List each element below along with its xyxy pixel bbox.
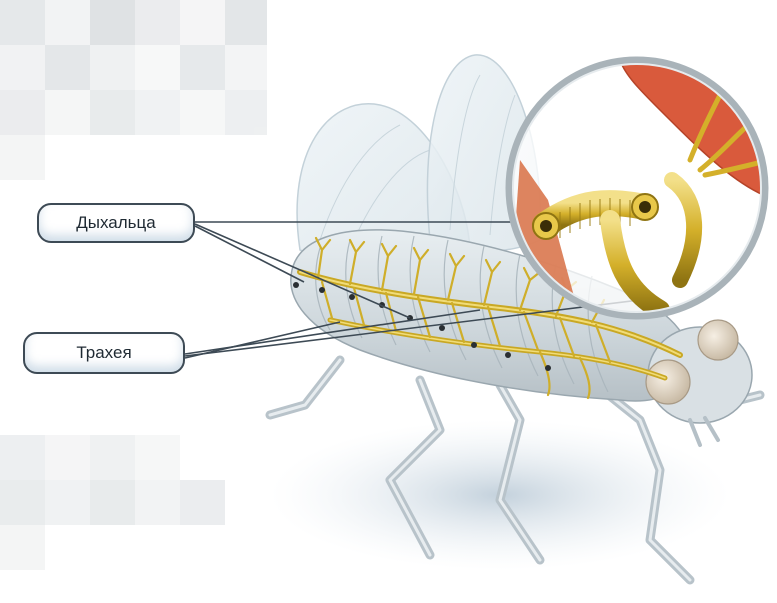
spiracle-dot-icon: [349, 294, 355, 300]
spiracle-dot-icon: [319, 287, 325, 293]
eye-icon: [698, 320, 738, 360]
spiracle-dot-icon: [505, 352, 511, 358]
spiracle-dot-icon: [471, 342, 477, 348]
spiracle-dot-icon: [545, 365, 551, 371]
magnifier-circle-icon: [509, 40, 777, 316]
spiracle-dot-icon: [293, 282, 299, 288]
leader-line-spiracles-2: [195, 226, 304, 282]
spiracle-dot-icon: [439, 325, 445, 331]
eye-icon: [646, 360, 690, 404]
label-trachea: Трахея: [23, 332, 185, 374]
label-spiracles: Дыхальца: [37, 203, 195, 243]
background-mosaic: [0, 0, 267, 570]
